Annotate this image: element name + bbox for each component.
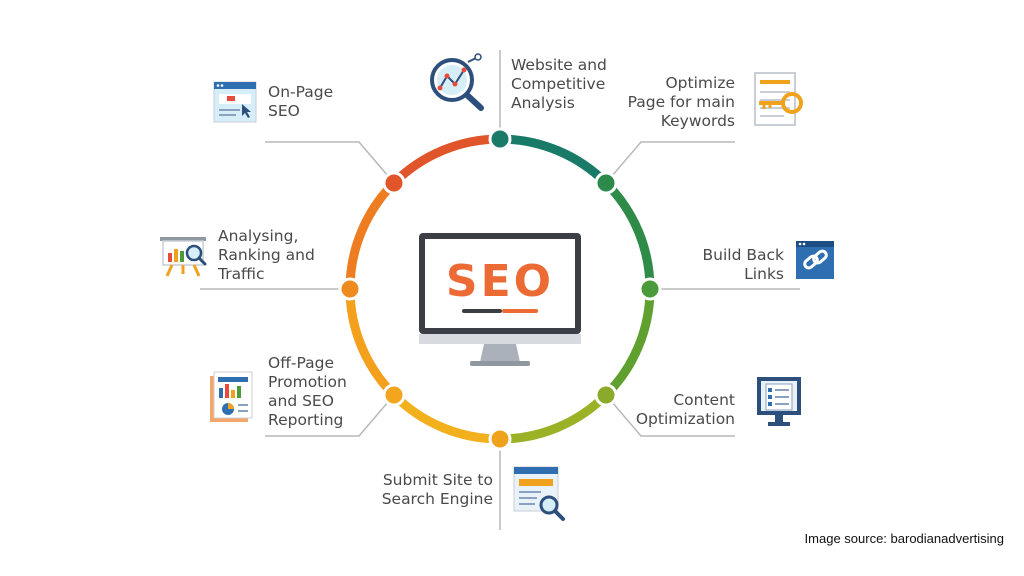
- monitor-checklist-icon: [757, 377, 801, 426]
- chain-link-icon: [796, 241, 834, 279]
- ring-segment-2: [602, 179, 655, 290]
- magnifier-chart-icon: [430, 53, 484, 111]
- label-analysing: Analysing, Ranking and Traffic: [218, 227, 315, 283]
- ring-segment-3: [602, 288, 655, 399]
- label-submit-site: Submit Site to Search Engine: [381, 471, 493, 508]
- node-website-analysis: [488, 127, 512, 151]
- ring-segment-6: [345, 288, 398, 399]
- cycle-nodes: [338, 127, 662, 451]
- label-optimize-keywords: Optimize Page for main Keywords: [627, 74, 735, 130]
- ring-segment-7: [345, 179, 398, 290]
- label-on-page: On-Page SEO: [268, 83, 334, 120]
- report-pages-icon: [210, 371, 253, 422]
- browser-search-icon: [513, 466, 565, 521]
- presentation-board-icon: [160, 237, 207, 277]
- ring-segment-5: [390, 391, 501, 444]
- label-website-analysis: Website and Competitive Analysis: [511, 56, 607, 112]
- key-document-icon: [754, 72, 803, 126]
- connector-lines: [200, 50, 800, 530]
- node-off-page: [382, 383, 406, 407]
- node-submit-site: [488, 427, 512, 451]
- node-back-links: [638, 277, 662, 301]
- ring-segment-1: [499, 134, 610, 187]
- label-content-optimization: Content Optimization: [635, 391, 735, 428]
- node-content-optimization: [594, 383, 618, 407]
- node-optimize-keywords: [594, 171, 618, 195]
- seo-center-text: SEO: [446, 256, 554, 307]
- monitor-icon: SEO: [419, 233, 581, 366]
- cycle-ring: [345, 134, 655, 444]
- node-analysing: [338, 277, 362, 301]
- node-on-page: [382, 171, 406, 195]
- browser-window-icon: [213, 81, 257, 123]
- ring-segment-4: [499, 391, 610, 444]
- image-source-caption: Image source: barodianadvertising: [804, 531, 1004, 546]
- ring-segment-8: [390, 134, 501, 187]
- label-off-page: Off-Page Promotion and SEO Reporting: [268, 354, 347, 429]
- label-back-links: Build Back Links: [702, 246, 784, 283]
